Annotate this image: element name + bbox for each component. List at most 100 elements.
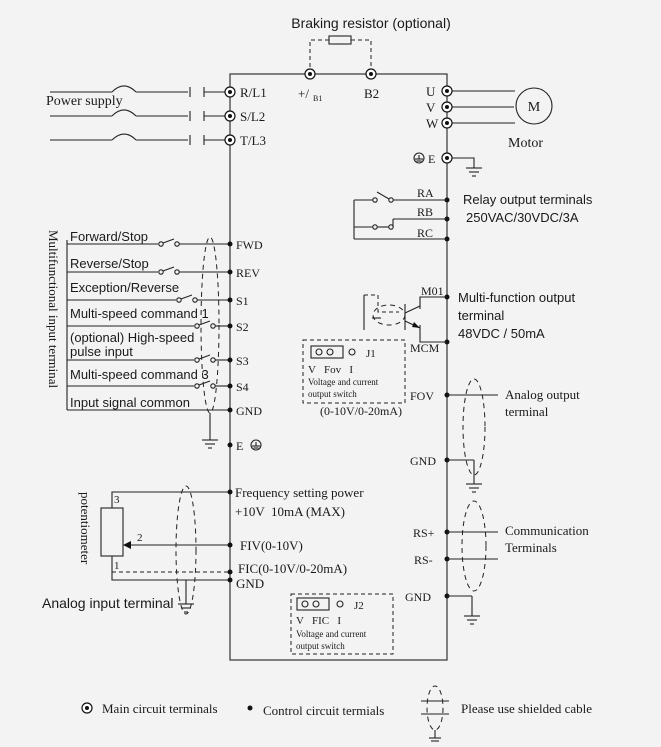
- t-label: T/L3: [240, 133, 266, 148]
- motor-icon: [515, 87, 553, 125]
- analog-in-dots: [227, 489, 233, 583]
- j1-switch-box: [302, 339, 406, 404]
- rev-label: REV: [236, 266, 260, 280]
- brake-wire-right: [351, 39, 372, 67]
- power-supply-label: Power supply: [46, 94, 123, 109]
- s3-label: S3: [236, 354, 249, 368]
- legend-main-terminal-icon: [81, 702, 93, 714]
- power-lines: [50, 85, 225, 145]
- in-gnd-label: GND: [236, 404, 262, 418]
- e-main-label: E: [428, 152, 435, 166]
- comm-label-1: Communication: [505, 523, 589, 538]
- input-terminal-dots: [227, 241, 233, 448]
- v-label: V: [426, 100, 436, 115]
- j1-jumper: [310, 345, 344, 359]
- in-e-label: E: [236, 439, 243, 453]
- ai-power-1: Frequency setting power: [235, 485, 364, 500]
- analog-out-wiring: [447, 378, 498, 493]
- mcm-label: MCM: [410, 341, 440, 355]
- legend-shield-icon: [421, 685, 449, 742]
- fic-label: FIC(0-10V/0-20mA): [238, 561, 347, 576]
- brake-wire-left: [309, 39, 329, 67]
- j1-line2: output switch: [308, 389, 357, 399]
- ai-power-2: +10V 10mA (MAX): [235, 504, 345, 519]
- rsp-label: RS+: [413, 526, 435, 540]
- terminal-s: [224, 110, 236, 122]
- s3-desc-1: (optional) High-speed: [70, 330, 194, 345]
- j1-range: (0-10V/0-20mA): [320, 404, 402, 418]
- relay-label-1: Relay output terminals: [463, 192, 593, 207]
- w-label: W: [426, 116, 439, 131]
- s3-desc-2: pulse input: [70, 344, 133, 359]
- s4-label: S4: [236, 380, 249, 394]
- s1-desc: Exception/Reverse: [70, 280, 179, 295]
- s4-desc: Multi-speed command 3: [70, 367, 209, 382]
- plus-label: +/: [298, 86, 309, 101]
- ao-label-1: Analog output: [505, 387, 580, 402]
- motor-wires: [452, 90, 515, 124]
- j2-name: J2: [354, 600, 364, 612]
- j2-pin-i: [336, 600, 344, 608]
- j1-line1: Voltage and current: [308, 377, 379, 387]
- pot-pin1: 1: [114, 560, 120, 572]
- comm-wiring: [447, 500, 498, 625]
- s2-label: S2: [236, 320, 249, 334]
- j2-jumper: [296, 597, 330, 611]
- transistor-output: [363, 294, 450, 345]
- u-label: U: [426, 84, 436, 99]
- braking-resistor-label: Braking resistor (optional): [291, 15, 451, 31]
- j2-line1: Voltage and current: [296, 629, 367, 639]
- potentiometer-label: potentiometer: [78, 492, 93, 565]
- terminal-u: [441, 85, 453, 97]
- s2-desc: Multi-speed command 1: [70, 306, 209, 321]
- fov-label: FOV: [410, 389, 434, 403]
- motor-symbol: M: [528, 100, 541, 115]
- comm-label-2: Terminals: [505, 540, 557, 555]
- legend-main: Main circuit terminals: [102, 701, 218, 716]
- j1-pins: V Fov I: [308, 364, 353, 376]
- relay-contacts: [353, 191, 450, 242]
- terminal-b1: [304, 68, 316, 80]
- j2-pins: V FIC I: [296, 615, 341, 627]
- relay-label-2: 250VAC/30VDC/3A: [466, 210, 579, 225]
- earth-ground-icon: [452, 157, 482, 177]
- ground-icon: [413, 152, 425, 164]
- drive-enclosure: [229, 73, 448, 661]
- j2-switch-box: [290, 593, 394, 655]
- rsm-label: RS-: [414, 553, 433, 567]
- legend-shield: Please use shielded cable: [461, 701, 592, 716]
- comm-gnd-label: GND: [405, 590, 431, 604]
- b2-label: B2: [364, 86, 379, 101]
- r-label: R/L1: [240, 85, 267, 100]
- ao-gnd-label: GND: [410, 454, 436, 468]
- ao-label-2: terminal: [505, 404, 549, 419]
- s1-label: S1: [236, 294, 249, 308]
- terminal-t: [224, 134, 236, 146]
- s-label: S/L2: [240, 109, 265, 124]
- b1-sub-label: B1: [313, 94, 322, 103]
- fwd-desc: Forward/Stop: [70, 229, 148, 244]
- pot-pin2: 2: [137, 532, 143, 544]
- j1-pin-i: [348, 348, 356, 356]
- rb-label: RB: [417, 205, 433, 219]
- terminal-w: [441, 117, 453, 129]
- rev-desc: Reverse/Stop: [70, 256, 149, 271]
- rc-label: RC: [417, 226, 433, 240]
- terminal-r: [224, 86, 236, 98]
- ground-icon: [250, 439, 262, 451]
- mfo-label-2: terminal: [458, 308, 504, 323]
- mfo-label-1: Multi-function output: [458, 290, 575, 305]
- input-wiring: [67, 236, 230, 449]
- m01-label: M01: [421, 284, 444, 298]
- legend-control-terminal-icon: [247, 705, 253, 711]
- fiv-label: FIV(0-10V): [240, 538, 303, 553]
- pot-pin3: 3: [114, 494, 120, 506]
- terminal-e-main: [441, 152, 453, 164]
- fwd-label: FWD: [236, 238, 263, 252]
- gnd-desc: Input signal common: [70, 395, 190, 410]
- j2-line2: output switch: [296, 641, 345, 651]
- legend-control: Control circuit termials: [263, 703, 384, 718]
- potentiometer-icon: [100, 485, 230, 615]
- inputs-vertical-label: Multifunctional input terminal: [46, 230, 61, 389]
- resistor-symbol: [328, 35, 352, 45]
